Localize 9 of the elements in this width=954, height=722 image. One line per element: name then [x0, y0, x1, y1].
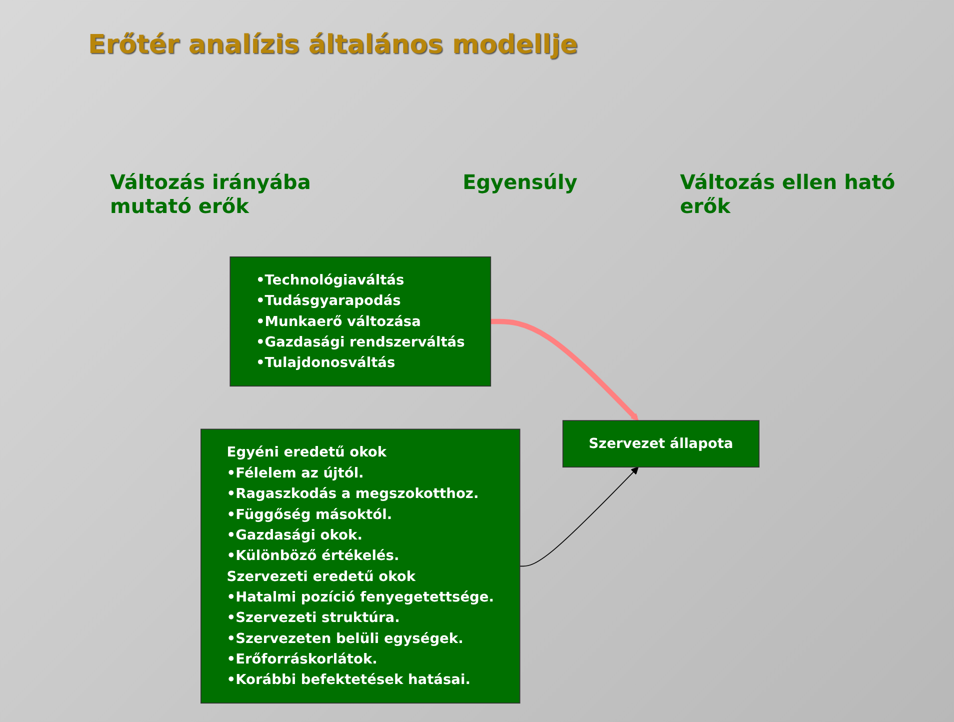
column-heading: Egyensúly	[462, 170, 578, 196]
node-box: Szervezet állapota	[562, 420, 760, 468]
arrow	[490, 318, 639, 421]
node-box: Egyéni eredetű okok •Félelem az újtól. •Ragaszkodás a megszokotthoz. •Függőség másoktól. •Gazdasági okok. •Különböző értékelés. Szervezeti eredetű okok •Hatalmi pozíció fenyegetettsége. •Szervezeti struktúra. •Szervezeten belüli egységek. •Erőforráskorlátok. •Korábbi befektetések hatásai.	[200, 428, 520, 704]
slide-title: Erőtér analízis általános modellje	[88, 30, 578, 60]
column-heading: Változás irányába mutató erők	[110, 170, 312, 218]
node-box: •Technológiaváltás •Tudásgyarapodás •Munkaerő változása •Gazdasági rendszerváltás •Tulajdonosváltás	[230, 256, 492, 387]
arrow	[519, 466, 639, 567]
column-heading: Változás ellen ható erők	[680, 170, 896, 218]
